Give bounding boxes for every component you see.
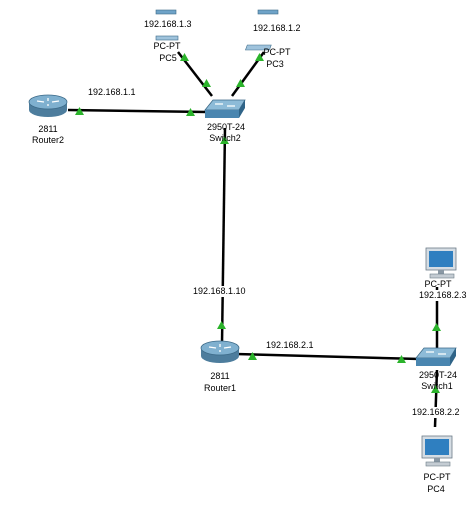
port-up-indicator [432, 323, 441, 331]
ip-label-pc3: 192.168.1.2 [251, 23, 303, 34]
device-model-pc4: PC-PT [423, 472, 451, 482]
port-up-indicator [202, 79, 211, 87]
device-name-pc5[interactable]: PC5 [159, 53, 177, 63]
port-up-indicator [220, 136, 229, 144]
switch-icon[interactable] [415, 347, 457, 366]
link-switch2-router1[interactable] [220, 127, 227, 345]
links [67, 51, 439, 428]
pc-icon[interactable] [421, 435, 453, 467]
port-up-indicator [75, 107, 84, 115]
switch-icon[interactable] [204, 99, 246, 118]
ip-label-pc4: 192.168.2.2 [410, 407, 462, 418]
ip-label-router1-lan: 192.168.2.1 [264, 340, 316, 351]
port-up-indicator [186, 108, 195, 116]
device-model-pc5: PC-PT [153, 41, 181, 51]
router-icon[interactable] [200, 340, 240, 363]
port-up-indicator [180, 53, 189, 61]
router-icon[interactable] [28, 94, 68, 117]
device-model-switch2: 2950T-24 [206, 122, 246, 132]
pc-icon[interactable] [155, 9, 179, 41]
port-up-indicator [217, 321, 226, 329]
device-name-pc4[interactable]: PC4 [427, 484, 445, 494]
port-up-indicator [236, 79, 245, 87]
device-model-router2: 2811 [38, 124, 58, 134]
device-model-pc3: PC-PT [263, 47, 291, 57]
device-model-router1: 2811 [210, 371, 230, 381]
port-indicators [75, 53, 441, 393]
link-router1-switch1[interactable] [235, 352, 421, 361]
port-up-indicator [248, 352, 257, 360]
device-name-pc3[interactable]: PC3 [266, 59, 284, 69]
ip-label-router2: 192.168.1.1 [86, 87, 138, 98]
device-name-switch1[interactable]: Switch1 [421, 381, 453, 391]
ip-label-pc-top: 192.168.2.3 [417, 290, 469, 301]
port-up-indicator [431, 385, 440, 393]
ip-label-router1-uplink: 192.168.1.10 [191, 286, 248, 297]
device-name-router1[interactable]: Router1 [203, 383, 237, 393]
ip-label-pc5: 192.168.1.3 [142, 19, 194, 30]
pc-icon[interactable] [245, 9, 279, 51]
link-router2-switch2[interactable] [67, 108, 208, 114]
port-up-indicator [397, 355, 406, 363]
device-model-switch1: 2950T-24 [418, 370, 458, 380]
port-up-indicator [255, 53, 264, 61]
device-name-switch2[interactable]: Switch2 [209, 133, 241, 143]
pc-icon[interactable] [425, 247, 457, 279]
device-model-pc-top: PC-PT [424, 279, 452, 289]
device-name-router2[interactable]: Router2 [31, 135, 65, 145]
